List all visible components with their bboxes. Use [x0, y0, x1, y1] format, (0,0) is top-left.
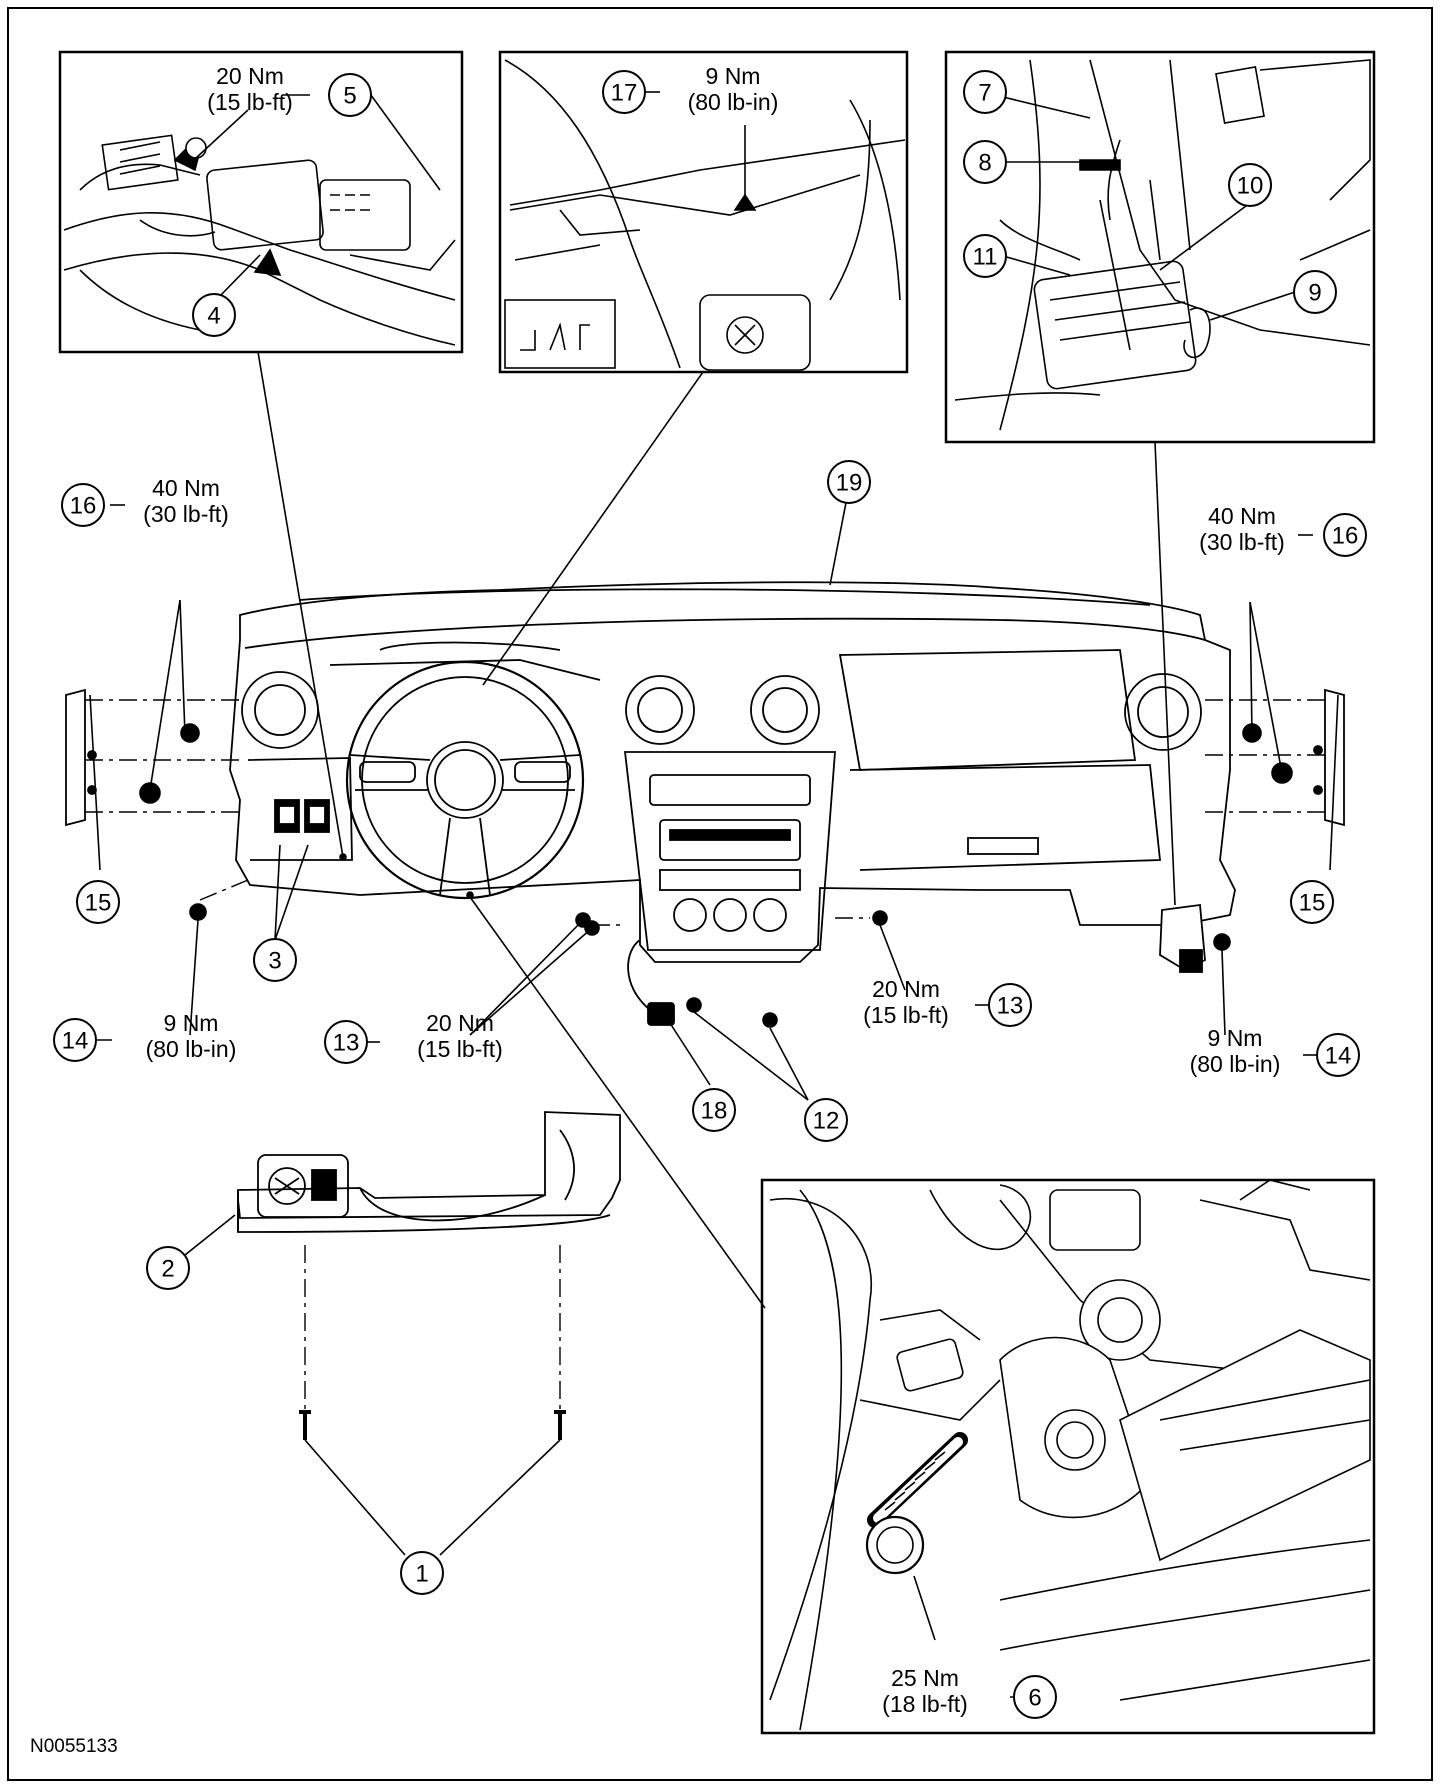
callout-c16b: 16: [1323, 513, 1367, 557]
callout-c6: 6: [1013, 1675, 1057, 1719]
torque-spec-t16b: 40 Nm(30 lb-ft): [1199, 503, 1285, 555]
figure-code: N0055133: [30, 1736, 118, 1757]
callout-c19: 19: [827, 460, 871, 504]
torque-imperial: (18 lb-ft): [882, 1691, 968, 1717]
torque-imperial: (80 lb-in): [1190, 1051, 1281, 1077]
callout-number: 3: [268, 948, 281, 975]
callout-c13a: 13: [324, 1020, 368, 1064]
callout-number: 10: [1237, 173, 1264, 200]
torque-metric: 20 Nm: [426, 1010, 494, 1036]
callout-number: 15: [1299, 890, 1326, 917]
callout-c8: 8: [963, 140, 1007, 184]
torque-group: 20 Nm(15 lb-ft)9 Nm(80 lb-in)40 Nm(30 lb…: [143, 63, 1285, 1717]
callout-c11: 11: [963, 234, 1007, 278]
torque-imperial: (15 lb-ft): [863, 1002, 949, 1028]
callout-c1: 1: [400, 1551, 444, 1595]
callout-number: 4: [207, 303, 220, 330]
torque-metric: 40 Nm: [152, 475, 220, 501]
inset-clockspring-detail: [58, 50, 464, 354]
steering-column-shroud: [237, 1111, 621, 1440]
callout-number: 16: [70, 493, 97, 520]
callout-c15b: 15: [1290, 880, 1334, 924]
callout-c7: 7: [963, 70, 1007, 114]
callout-c17: 17: [602, 70, 646, 114]
callout-c14b: 14: [1316, 1033, 1360, 1077]
alignment-lines: [85, 699, 1325, 1420]
callout-number: 6: [1028, 1685, 1041, 1712]
callout-number: 19: [836, 470, 863, 497]
torque-imperial: (80 lb-in): [146, 1036, 237, 1062]
side-end-cap-left: [65, 688, 97, 827]
torque-metric: 9 Nm: [1208, 1025, 1263, 1051]
torque-spec-t5: 20 Nm(15 lb-ft): [207, 63, 293, 115]
leader-lines: [89, 351, 1339, 1556]
callout-c3: 3: [253, 938, 297, 982]
torque-spec-t16a: 40 Nm(30 lb-ft): [143, 475, 229, 527]
torque-metric: 9 Nm: [164, 1010, 219, 1036]
inset-cluster-bolt-detail: [498, 50, 909, 374]
callout-number: 7: [978, 80, 991, 107]
torque-metric: 20 Nm: [216, 63, 284, 89]
callout-c16a: 16: [61, 483, 105, 527]
callout-number: 11: [973, 244, 998, 271]
torque-imperial: (30 lb-ft): [1199, 529, 1285, 555]
callout-number: 14: [1325, 1043, 1352, 1070]
torque-spec-t6: 25 Nm(18 lb-ft): [882, 1665, 968, 1717]
callout-number: 15: [85, 890, 112, 917]
inset-passenger-airbag-detail: [944, 50, 1376, 444]
callout-number: 13: [333, 1030, 360, 1057]
callout-number: 9: [1308, 280, 1321, 307]
callout-number: 2: [161, 1256, 174, 1283]
callout-c2: 2: [146, 1246, 190, 1290]
callout-c18: 18: [692, 1088, 736, 1132]
torque-spec-t14a: 9 Nm(80 lb-in): [146, 1010, 237, 1062]
callout-c13b: 13: [988, 983, 1032, 1027]
callout-number: 1: [415, 1561, 428, 1588]
torque-spec-t13b: 20 Nm(15 lb-ft): [863, 976, 949, 1028]
side-end-cap-right: [1313, 688, 1345, 827]
torque-spec-t14b: 9 Nm(80 lb-in): [1190, 1025, 1281, 1077]
callout-c15a: 15: [76, 880, 120, 924]
torque-spec-t17: 9 Nm(80 lb-in): [688, 63, 779, 115]
callout-number: 13: [997, 993, 1024, 1020]
torque-imperial: (80 lb-in): [688, 89, 779, 115]
callout-number: 8: [978, 150, 991, 177]
callout-number: 5: [343, 83, 356, 110]
callout-c9: 9: [1293, 270, 1337, 314]
callout-c10: 10: [1228, 163, 1272, 207]
callout-number: 18: [701, 1098, 728, 1125]
torque-spec-t13a: 20 Nm(15 lb-ft): [417, 1010, 503, 1062]
torque-metric: 40 Nm: [1208, 503, 1276, 529]
instrument-panel: [229, 581, 1236, 1026]
callout-number: 17: [611, 80, 638, 107]
callout-c12: 12: [804, 1098, 848, 1142]
inset-steering-column-bolt-detail: [760, 1178, 1376, 1735]
torque-imperial: (15 lb-ft): [207, 89, 293, 115]
callout-c4: 4: [192, 293, 236, 337]
torque-imperial: (30 lb-ft): [143, 501, 229, 527]
callout-c14a: 14: [53, 1018, 97, 1062]
callout-number: 12: [813, 1108, 840, 1135]
torque-metric: 9 Nm: [706, 63, 761, 89]
torque-metric: 20 Nm: [872, 976, 940, 1002]
callout-number: 16: [1332, 523, 1359, 550]
torque-metric: 25 Nm: [891, 1665, 959, 1691]
callout-number: 14: [62, 1028, 89, 1055]
figure-frame: [7, 7, 1433, 1781]
torque-imperial: (15 lb-ft): [417, 1036, 503, 1062]
callout-c5: 5: [328, 73, 372, 117]
